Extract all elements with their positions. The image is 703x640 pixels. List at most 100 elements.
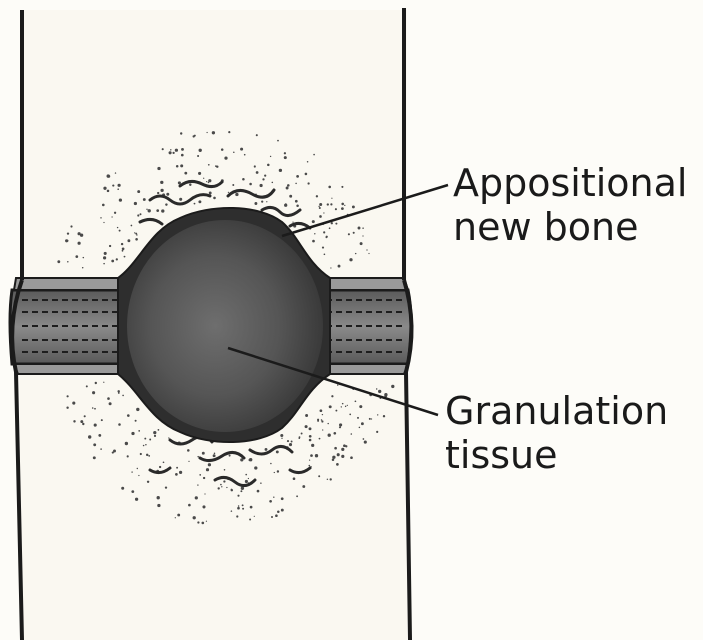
stipple-dot — [363, 438, 365, 440]
stipple-dot — [260, 184, 263, 187]
stipple-dot — [347, 405, 348, 406]
stipple-dot — [117, 188, 119, 190]
stipple-dot — [355, 400, 357, 402]
stipple-dot — [341, 448, 344, 451]
stipple-dot — [224, 469, 226, 471]
stipple-dot — [92, 407, 94, 409]
stipple-dot — [240, 490, 242, 492]
stipple-dot — [305, 425, 308, 428]
stipple-dot — [330, 267, 331, 268]
stipple-dot — [359, 405, 362, 408]
stipple-dot — [208, 179, 211, 182]
stipple-dot — [317, 420, 319, 422]
stipple-dot — [322, 414, 323, 415]
stipple-dot — [188, 504, 191, 507]
stipple-dot — [335, 208, 337, 210]
stipple-dot — [280, 434, 283, 437]
stipple-dot — [237, 507, 240, 510]
stipple-dot — [254, 516, 255, 517]
stipple-dot — [170, 149, 171, 150]
stipple-dot — [337, 453, 340, 456]
stipple-dot — [179, 471, 182, 474]
stipple-dot — [187, 449, 190, 452]
stipple-dot — [102, 204, 105, 207]
stipple-dot — [352, 205, 355, 208]
stipple-dot — [242, 504, 244, 506]
stipple-dot — [163, 461, 165, 463]
stipple-dot — [341, 455, 344, 458]
stipple-dot — [101, 419, 103, 421]
stipple-dot — [322, 247, 324, 249]
stipple-dot — [296, 175, 299, 178]
stipple-dot — [277, 140, 279, 142]
stipple-dot — [331, 395, 333, 397]
stipple-dot — [281, 438, 282, 439]
stipple-dot — [250, 506, 253, 509]
stipple-dot — [351, 433, 353, 435]
stipple-dot — [114, 212, 116, 214]
stipple-dot — [118, 392, 120, 394]
stipple-dot — [284, 204, 287, 207]
stipple-dot — [134, 232, 135, 233]
stipple-dot — [228, 192, 229, 193]
stipple-dot — [339, 423, 342, 426]
stipple-dot — [119, 198, 122, 201]
stipple-dot — [295, 200, 298, 203]
stipple-dot — [284, 156, 287, 159]
stipple-dot — [248, 459, 250, 461]
stipple-dot — [70, 225, 72, 227]
stipple-dot — [143, 445, 145, 447]
stipple-dot — [198, 200, 201, 203]
stipple-dot — [254, 165, 256, 167]
stipple-dot — [166, 193, 169, 196]
stipple-dot — [148, 455, 150, 457]
stipple-dot — [305, 414, 308, 417]
stipple-dot — [345, 406, 346, 407]
stipple-dot — [232, 184, 234, 186]
stipple-dot — [355, 253, 356, 254]
stipple-dot — [124, 256, 126, 258]
stipple-dot — [235, 193, 238, 196]
stipple-dot — [267, 164, 270, 167]
stipple-dot — [147, 481, 149, 483]
stipple-dot — [366, 249, 367, 250]
stipple-dot — [309, 459, 310, 460]
stipple-dot — [241, 487, 244, 490]
stipple-dot — [169, 151, 172, 154]
stipple-dot — [153, 431, 156, 434]
stipple-dot — [104, 252, 107, 255]
stipple-dot — [78, 242, 81, 245]
stipple-dot — [94, 408, 96, 410]
stipple-dot — [209, 192, 212, 195]
stipple-dot — [272, 182, 274, 184]
stipple-dot — [342, 403, 344, 405]
stipple-dot — [175, 473, 178, 476]
stipple-dot — [329, 227, 331, 229]
stipple-dot — [341, 406, 342, 407]
stipple-dot — [208, 164, 210, 166]
stipple-dot — [80, 420, 83, 423]
stipple-dot — [138, 430, 140, 432]
stipple-dot — [208, 182, 209, 183]
stipple-dot — [226, 487, 227, 488]
stipple-dot — [66, 406, 68, 408]
stipple-dot — [212, 131, 215, 134]
stipple-dot — [160, 181, 163, 184]
stipple-dot — [362, 235, 363, 236]
stipple-dot — [319, 438, 321, 440]
stipple-dot — [224, 156, 227, 159]
stipple-dot — [159, 466, 161, 468]
stipple-dot — [127, 414, 130, 417]
stipple-dot — [103, 222, 104, 223]
stipple-dot — [92, 391, 95, 394]
stipple-dot — [199, 474, 201, 476]
stipple-dot — [88, 435, 91, 438]
stipple-dot — [117, 184, 120, 187]
stipple-dot — [162, 148, 164, 150]
stipple-dot — [177, 514, 180, 517]
stipple-dot — [111, 216, 112, 217]
stipple-dot — [329, 405, 332, 408]
stipple-dot — [261, 200, 263, 202]
stipple-dot — [391, 385, 394, 388]
stipple-dot — [270, 463, 272, 465]
